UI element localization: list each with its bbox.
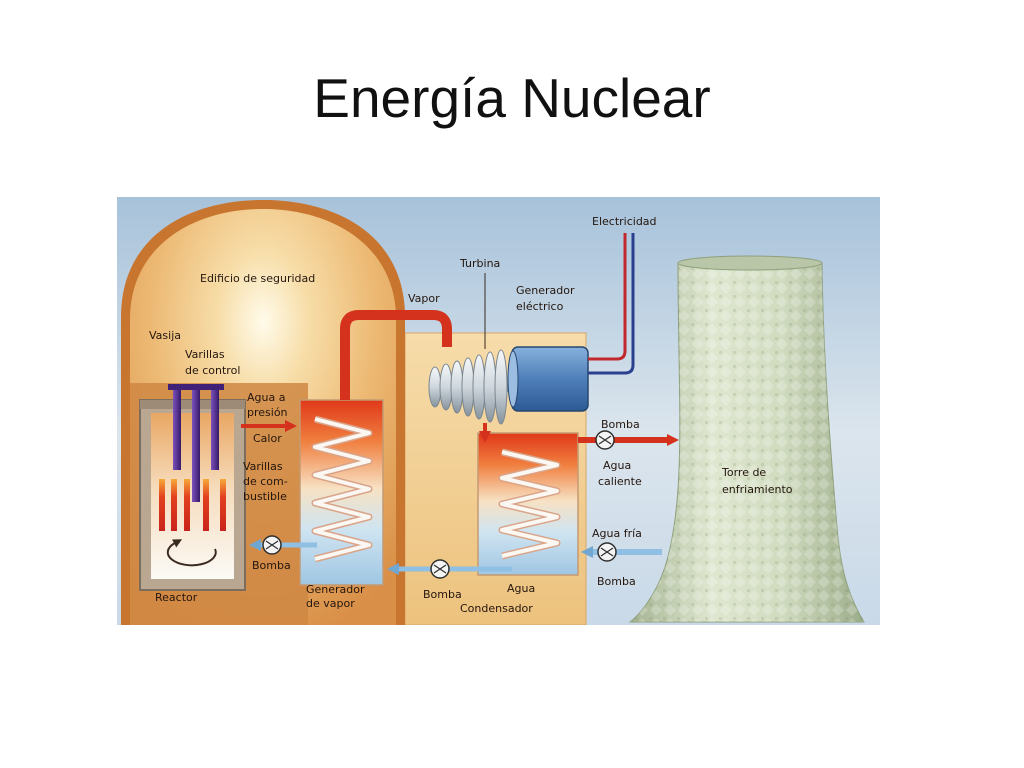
nuclear-plant-diagram: Electricidad Edificio de seguridad Turbi… <box>117 197 880 625</box>
label-vasija: Vasija <box>149 329 181 342</box>
label-torre-line2: enfriamiento <box>722 483 793 496</box>
label-agua-presion-line2: presión <box>247 406 288 419</box>
label-generador-vapor-line2: de vapor <box>306 597 355 610</box>
label-generador-electrico-line2: eléctrico <box>516 300 564 313</box>
label-edificio-seguridad: Edificio de seguridad <box>200 272 315 285</box>
label-varillas-combustible-line2: de com- <box>243 475 288 488</box>
fuel-rod <box>184 479 190 531</box>
label-agua: Agua <box>507 582 535 595</box>
turbine-disk <box>461 357 475 417</box>
fuel-rod <box>220 479 226 531</box>
cooling-tower-top <box>677 255 823 271</box>
label-reactor: Reactor <box>155 591 198 604</box>
turbine-disk <box>483 351 497 423</box>
electricity-wire-red <box>588 233 627 361</box>
condenser <box>477 432 579 576</box>
fuel-rod <box>171 479 177 531</box>
pump-cold-water <box>597 542 617 562</box>
label-bomba-condensador: Bomba <box>423 588 462 601</box>
label-vapor: Vapor <box>408 292 440 305</box>
label-electricidad: Electricidad <box>592 215 657 228</box>
label-bomba-reactor: Bomba <box>252 559 291 572</box>
label-generador-vapor-line1: Generador <box>306 583 365 596</box>
label-bomba-fria: Bomba <box>597 575 636 588</box>
electricity-wire-blue <box>588 233 635 375</box>
label-varillas-combustible-line3: bustible <box>243 490 287 503</box>
fuel-rod <box>159 479 165 531</box>
control-rod <box>192 390 200 502</box>
electric-generator <box>511 346 589 412</box>
control-rod <box>211 390 219 470</box>
turbine-disk <box>439 363 453 411</box>
label-varillas-combustible-line1: Varillas <box>243 460 283 473</box>
label-condensador: Condensador <box>460 602 533 615</box>
pump-condenser <box>430 559 450 579</box>
fuel-rod <box>203 479 209 531</box>
label-agua-fria: Agua fría <box>592 527 642 540</box>
label-varillas-control-line2: de control <box>185 364 240 377</box>
label-varillas-control-line1: Varillas <box>185 348 225 361</box>
pump-reactor <box>262 535 282 555</box>
label-calor: Calor <box>253 432 282 445</box>
label-agua-caliente-line1: Agua <box>603 459 631 472</box>
turbine-disk <box>450 360 464 414</box>
control-rod <box>173 390 181 470</box>
control-rod-bar <box>168 384 224 390</box>
label-bomba-caliente: Bomba <box>601 418 640 431</box>
label-generador-electrico-line1: Generador <box>516 284 575 297</box>
turbine-disk <box>494 349 508 425</box>
steam-pipe <box>340 310 452 400</box>
cooling-tower-texture <box>630 263 864 622</box>
turbine-disk <box>428 366 442 408</box>
steam-generator-coil <box>313 417 371 561</box>
turbine-disk <box>472 354 486 420</box>
pump-hot-water <box>595 430 615 450</box>
label-agua-presion-line1: Agua a <box>247 391 285 404</box>
circulation-arrow <box>166 539 217 567</box>
condenser-coil <box>500 450 559 558</box>
label-torre-line1: Torre de <box>721 466 766 479</box>
label-turbina: Turbina <box>459 257 500 270</box>
slide-title: Energía Nuclear <box>313 67 711 129</box>
label-agua-caliente-line2: caliente <box>598 475 642 488</box>
electric-generator-cap <box>507 350 519 408</box>
